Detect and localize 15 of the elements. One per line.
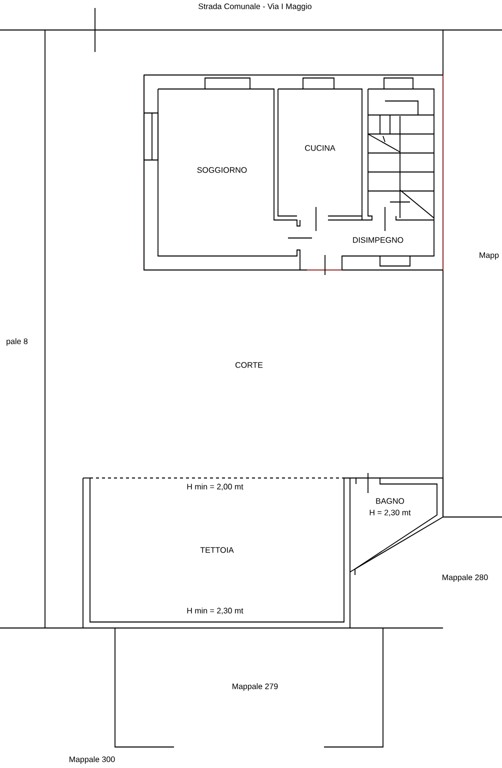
room-name: CUCINA bbox=[305, 145, 336, 151]
room-label: H = 2,30 mt bbox=[370, 510, 411, 516]
room-name: SOGGIORNO bbox=[197, 167, 247, 173]
room-name: Mappale 279 bbox=[232, 683, 278, 691]
room-label: H min = 2,30 mt bbox=[187, 608, 244, 614]
room-label: TETTOIA bbox=[200, 547, 234, 553]
plot-label: pale 8 bbox=[6, 338, 28, 346]
plot-label: Mapp bbox=[480, 252, 499, 260]
room-label: BAGNO bbox=[376, 498, 404, 504]
plot-label: Mappale 280 bbox=[442, 574, 488, 582]
plot-label: Mappale 300 bbox=[70, 756, 115, 764]
room-name: DISIMPEGNO bbox=[353, 237, 404, 243]
plot-label: Strada Comunale - Via I Maggio bbox=[198, 3, 312, 11]
room-label: H min = 2,00 mt bbox=[187, 484, 244, 490]
room-name: CORTE bbox=[235, 362, 263, 368]
